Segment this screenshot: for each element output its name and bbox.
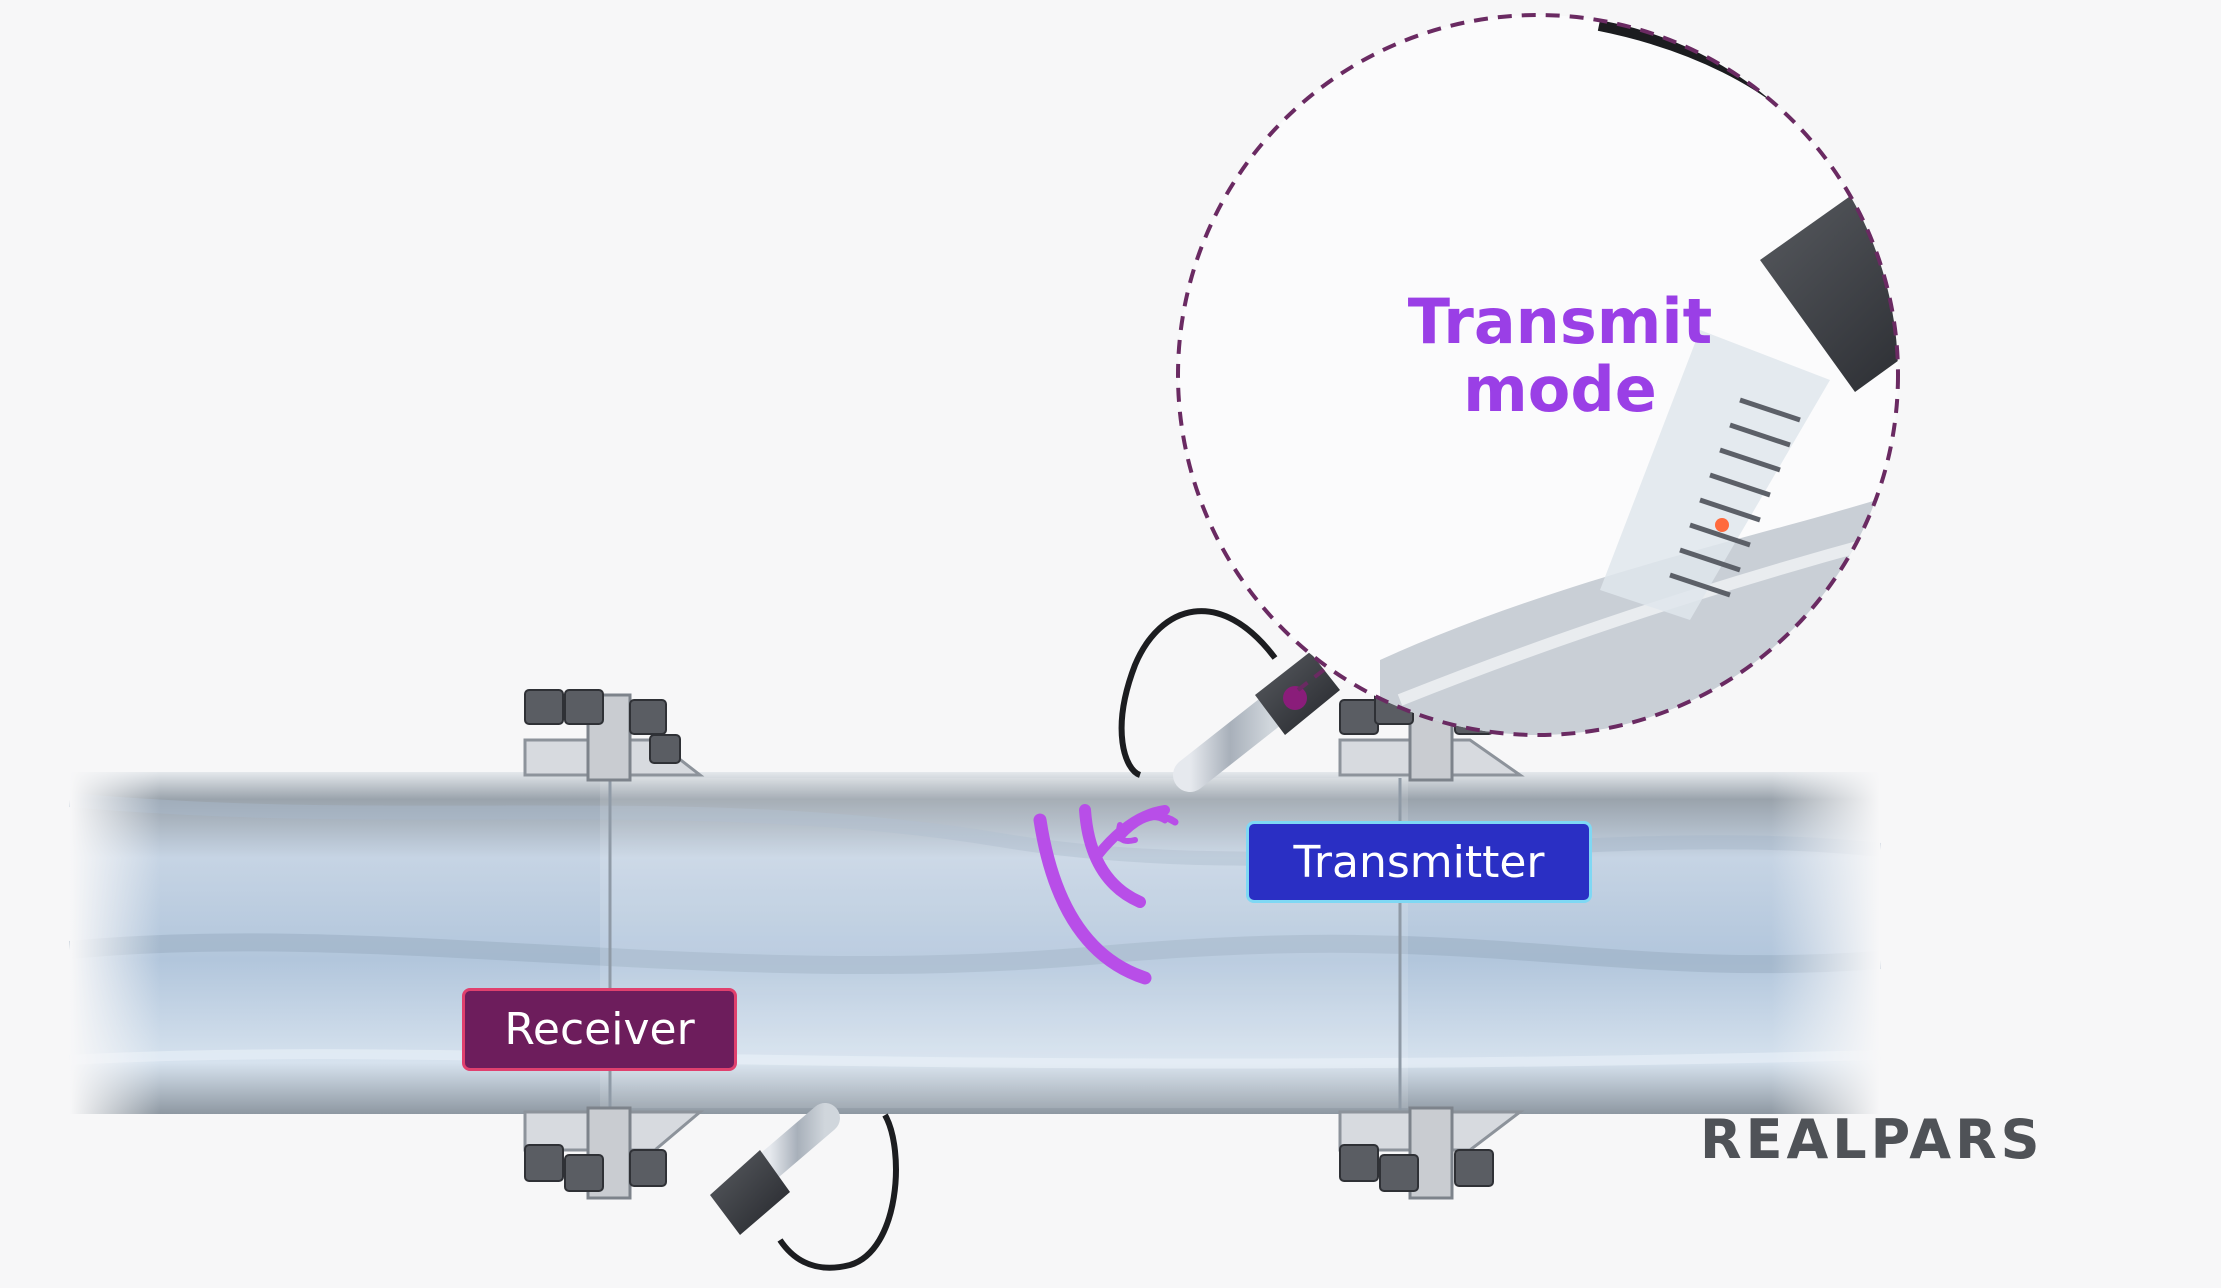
signal-wave-icon [1033,804,1179,985]
realpars-logo: REALPARS [1700,1108,2044,1171]
transmit-mode-text: Transmit mode [1360,288,1760,424]
transmit-mode-line2: mode [1463,353,1657,426]
receiver-label: Receiver [462,988,737,1071]
ultrasonic-sensor-icon [710,1103,899,1271]
transmit-mode-line1: Transmit [1407,285,1713,358]
flange-bolt-icon [524,689,681,1192]
pipe [69,772,1881,1114]
transmitter-label: Transmitter [1246,821,1592,903]
